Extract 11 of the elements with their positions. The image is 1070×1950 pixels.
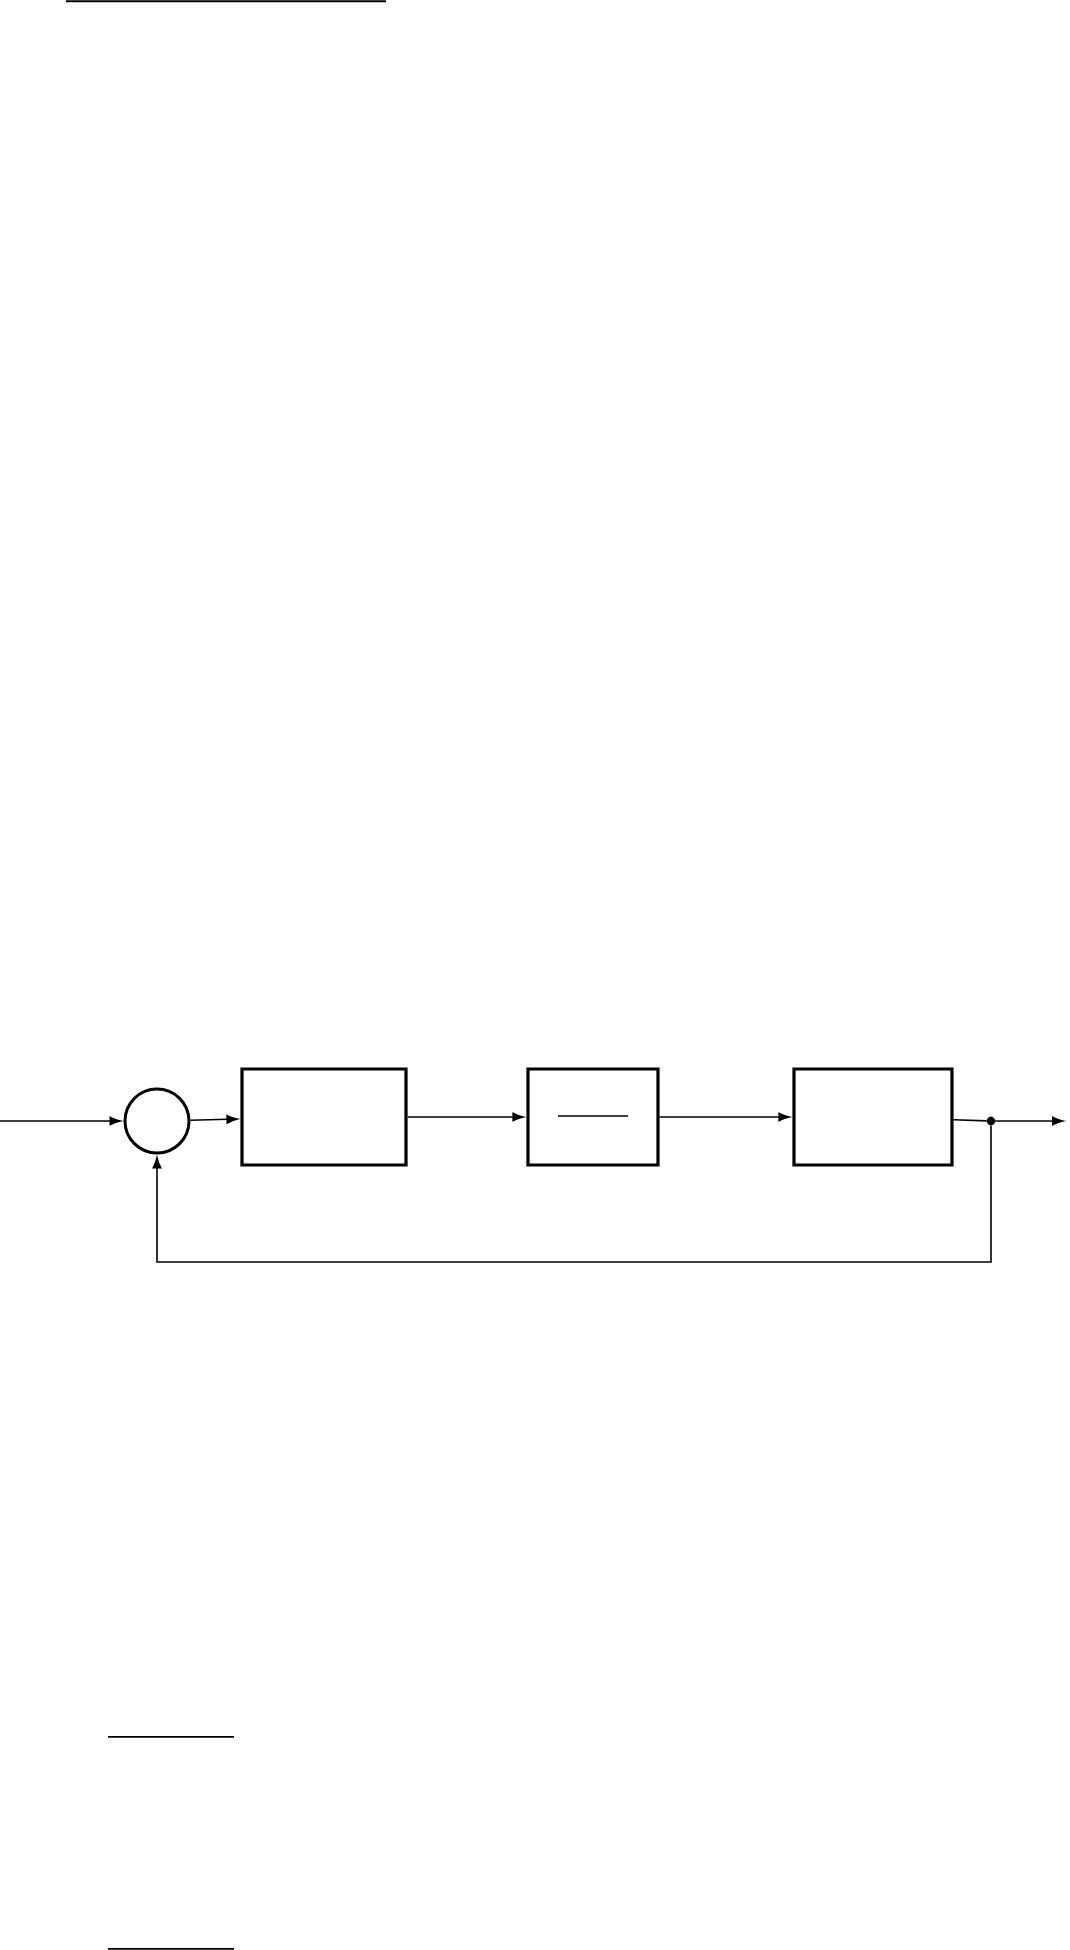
- block-box: [792, 1067, 954, 1167]
- arrow: [189, 1114, 238, 1124]
- summing-junction: [123, 1087, 191, 1155]
- feedback-arrow: [152, 1124, 992, 1263]
- arrow: [658, 1112, 790, 1122]
- block-box: [240, 1067, 408, 1167]
- arrow: [0, 1116, 121, 1126]
- block-box: [526, 1067, 660, 1167]
- arrow: [994, 1116, 1064, 1126]
- connector-line: [952, 1118, 988, 1122]
- arrow: [406, 1112, 524, 1122]
